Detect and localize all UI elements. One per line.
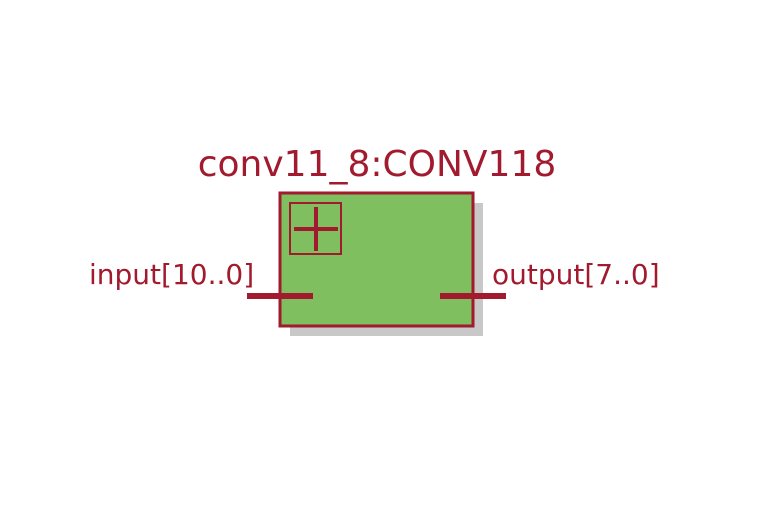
expand-plus-icon[interactable] bbox=[289, 202, 342, 255]
output-port[interactable]: output[7..0] bbox=[440, 258, 660, 299]
instance-title: conv11_8:CONV118 bbox=[198, 144, 557, 185]
input-port[interactable]: input[10..0] bbox=[89, 258, 313, 299]
output-port-label: output[7..0] bbox=[492, 258, 660, 291]
input-port-label: input[10..0] bbox=[89, 258, 254, 291]
